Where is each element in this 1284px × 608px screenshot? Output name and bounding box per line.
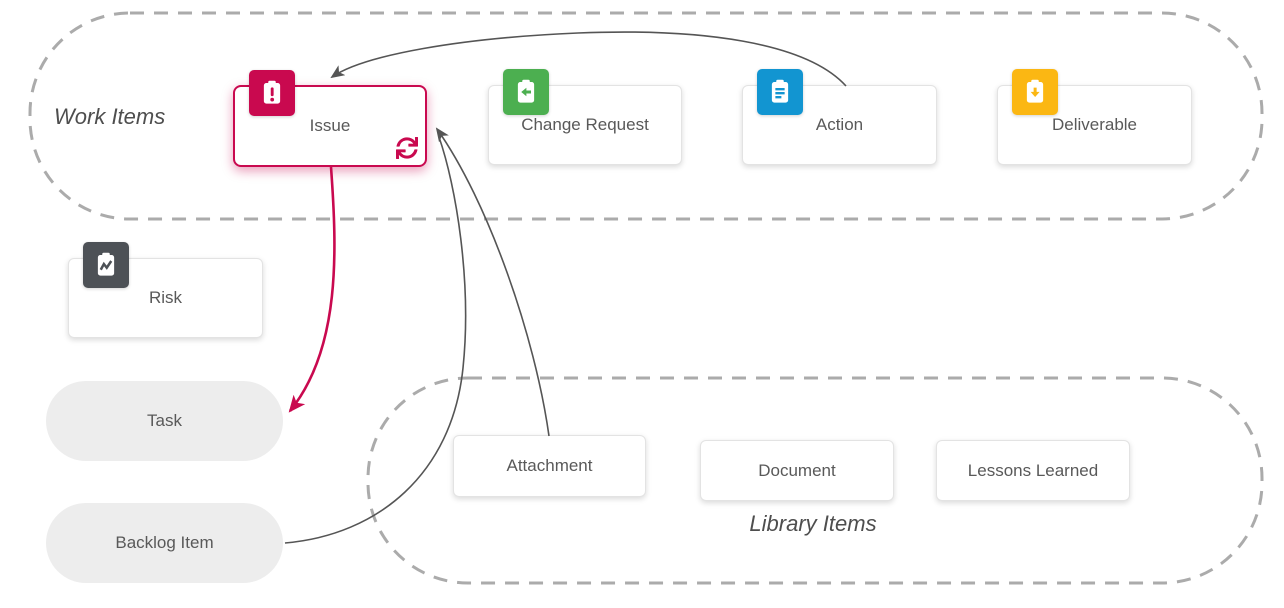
node-label: Deliverable [1051, 115, 1138, 134]
node-document[interactable]: Document [700, 440, 894, 501]
node-label: Backlog Item [115, 533, 214, 552]
library-items-label: Library Items [749, 511, 877, 536]
node-label: Lessons Learned [967, 460, 1099, 480]
clipboard-arrow-left-icon [503, 69, 549, 115]
sync-icon[interactable] [396, 137, 418, 159]
node-task[interactable]: Task [46, 381, 283, 461]
node-issue[interactable]: Issue [233, 70, 427, 167]
node-deliverable[interactable]: Deliverable [997, 69, 1192, 165]
node-label: Task [147, 411, 182, 430]
node-label: Risk [148, 288, 183, 307]
node-attachment[interactable]: Attachment [453, 435, 646, 497]
work-items-container [28, 11, 1264, 221]
clipboard-exclamation-icon [249, 70, 295, 116]
clipboard-arrow-down-icon [1012, 69, 1058, 115]
node-risk[interactable]: Risk [68, 242, 263, 338]
library-items-container [366, 376, 1264, 585]
node-label: Issue [309, 116, 351, 135]
node-label: Attachment [506, 456, 593, 475]
node-lessons-learned[interactable]: Lessons Learned [936, 440, 1130, 501]
node-action[interactable]: Action [742, 69, 937, 165]
node-label: Document [758, 460, 836, 480]
node-label: Change Request [521, 115, 649, 134]
node-change-request[interactable]: Change Request [488, 69, 682, 165]
node-label: Action [815, 115, 864, 134]
clipboard-list-icon [757, 69, 803, 115]
node-backlog-item[interactable]: Backlog Item [46, 503, 283, 583]
work-items-label: Work Items [54, 104, 166, 129]
clipboard-trend-icon [83, 242, 129, 288]
